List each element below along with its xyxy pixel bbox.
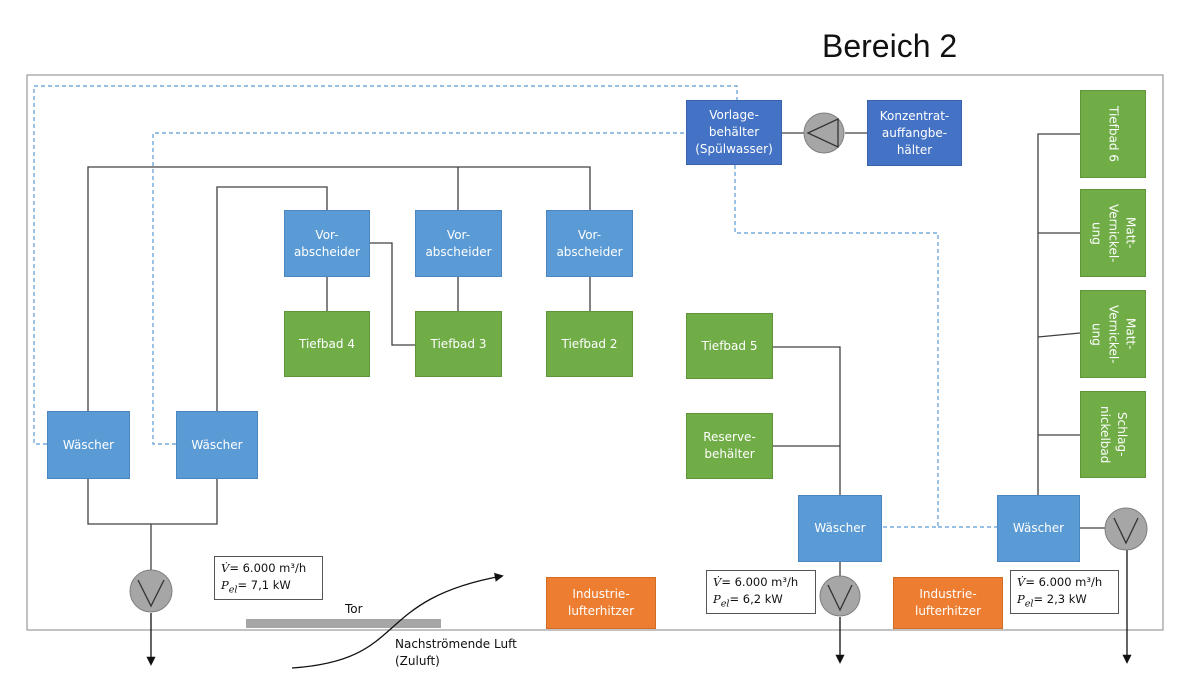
fan-icon [819,575,861,617]
tiefbad-4: Tiefbad 4 [284,311,370,377]
waescher-1: Wäscher [47,411,130,479]
konzentrat-behaelter: Konzentrat- auffangbe- hälter [867,100,962,166]
vorabscheider-1: Vor- abscheider [284,210,370,277]
flow-line: V̇= 6.000 m³/h [713,575,799,589]
hall-outline [26,74,1164,631]
reserve-behaelter: Reserve- behälter [686,413,773,479]
incoming-air-arrow [291,572,504,669]
schlagnickelbad: Schlag- nickelbad [1080,391,1146,478]
exhaust-arrows [146,550,1132,666]
flow-value: = 6.000 m³/h [1025,575,1103,589]
industrielufterhitzer-1: Industrie- lufterhitzer [546,577,656,629]
power-value: = 6,2 kW [729,592,783,606]
matt-vernickelung-2: Matt- Vernickel- ung [1080,290,1146,378]
power-value: = 7,1 kW [237,578,291,592]
industrielufterhitzer-2: Industrie- lufterhitzer [893,577,1003,629]
spec-note-2: V̇= 6.000 m³/h Pel= 6,2 kW [706,570,816,614]
power-line: Pel= 7,1 kW [221,578,291,596]
incoming-air-label: Nachströmende Luft (Zuluft) [395,637,517,668]
waescher-3: Wäscher [798,495,882,562]
tiefbad-6: Tiefbad 6 [1080,90,1146,178]
power-line: Pel= 2,3 kW [1017,592,1087,610]
spec-note-1: V̇= 6.000 m³/h Pel= 7,1 kW [214,556,323,600]
flow-line: V̇= 6.000 m³/h [1017,575,1103,589]
vorabscheider-3: Vor- abscheider [546,210,633,277]
gate-label: Tor [345,602,363,616]
spec-note-3: V̇= 6.000 m³/h Pel= 2,3 kW [1010,570,1119,614]
waescher-4: Wäscher [997,495,1080,562]
vorabscheider-2: Vor- abscheider [415,210,502,277]
power-value: = 2,3 kW [1033,592,1087,606]
fan-icon [129,569,173,613]
gate-bar [246,619,441,628]
tiefbad-2: Tiefbad 2 [546,311,633,377]
fan-icon [1104,507,1148,551]
page-title: Bereich 2 [822,28,958,64]
flow-line: V̇= 6.000 m³/h [221,561,307,575]
tiefbad-3: Tiefbad 3 [415,311,502,377]
tiefbad-5: Tiefbad 5 [686,313,773,379]
exhaust-duct-lines [87,132,1105,576]
flow-value: = 6.000 m³/h [229,561,307,575]
matt-vernickelung-1: Matt- Vernickel- ung [1080,189,1146,277]
pump-icon [803,112,845,154]
vorlage-behaelter: Vorlage- behälter (Spülwasser) [686,100,782,165]
rinse-water-lines [33,85,997,528]
waescher-2: Wäscher [176,411,258,479]
flow-value: = 6.000 m³/h [721,575,799,589]
power-line: Pel= 6,2 kW [713,592,783,610]
